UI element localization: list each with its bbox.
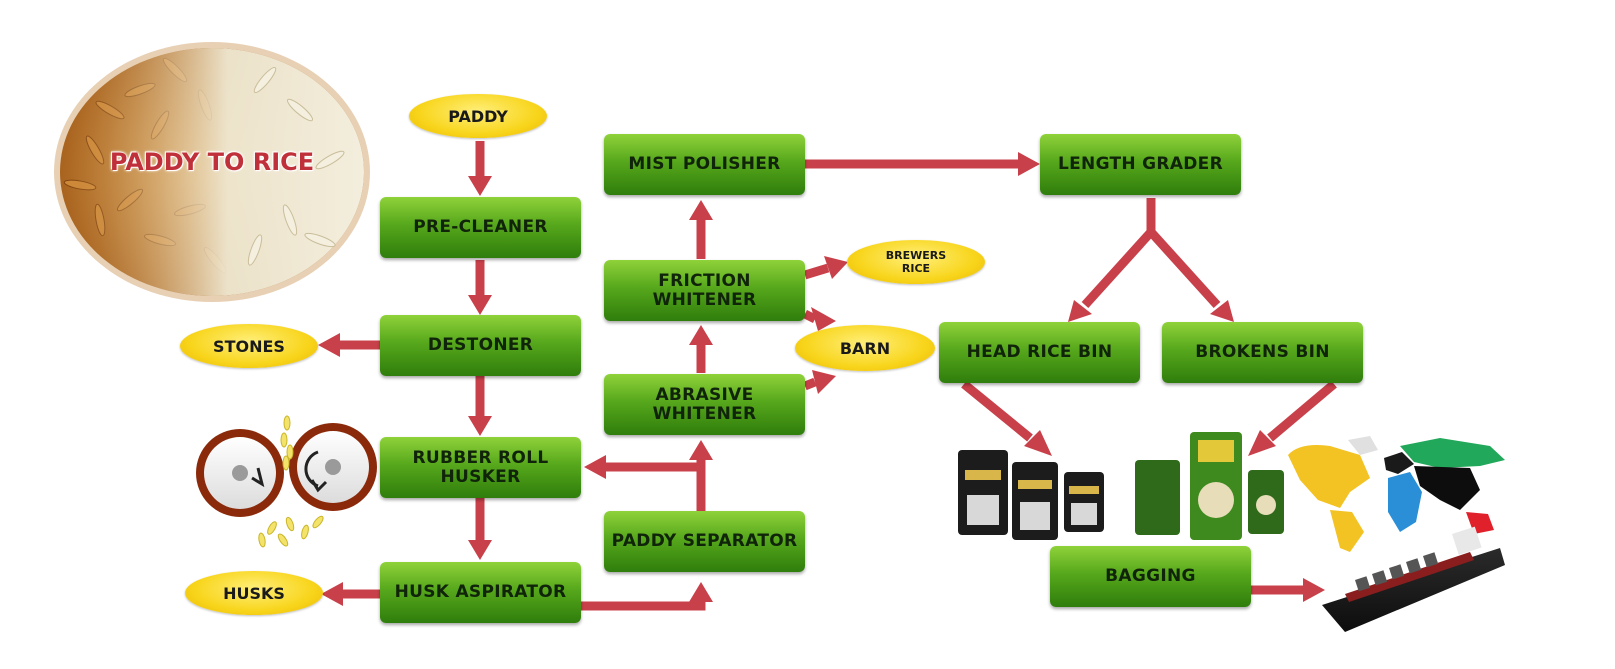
- node-abrasive-whitener: ABRASIVE WHITENER: [604, 374, 805, 435]
- node-mist-polisher: MIST POLISHER: [604, 134, 805, 195]
- rice-bags-black-illustration: [958, 450, 1104, 540]
- node-brokens-bin: BROKENS BIN: [1162, 322, 1363, 383]
- rubber-roll-illustration: [196, 415, 377, 548]
- node-barn: BARN: [795, 325, 935, 371]
- node-rubber-roll-husker: RUBBER ROLL HUSKER: [380, 437, 581, 498]
- world-map-illustration: [1288, 436, 1505, 552]
- node-friction-whitener: FRICTION WHITENER: [604, 260, 805, 321]
- rice-grain-illustration: [54, 42, 370, 302]
- node-paddy: PADDY: [409, 94, 547, 138]
- node-head-rice-bin: HEAD RICE BIN: [939, 322, 1140, 383]
- node-bagging: BAGGING: [1050, 546, 1251, 607]
- node-brewers-rice: BREWERS RICE: [847, 240, 985, 284]
- rice-bags-green-illustration: [1135, 432, 1284, 540]
- node-stones: STONES: [180, 324, 318, 368]
- cargo-ship-illustration: [1322, 526, 1505, 632]
- node-paddy-separator: PADDY SEPARATOR: [604, 511, 805, 572]
- illustration-title: PADDY TO RICE: [109, 148, 315, 176]
- node-length-grader: LENGTH GRADER: [1040, 134, 1241, 195]
- node-pre-cleaner: PRE-CLEANER: [380, 197, 581, 258]
- node-husks: HUSKS: [185, 571, 323, 615]
- node-destoner: DESTONER: [380, 315, 581, 376]
- arrowheads: [318, 152, 1325, 606]
- node-husk-aspirator: HUSK ASPIRATOR: [380, 562, 581, 623]
